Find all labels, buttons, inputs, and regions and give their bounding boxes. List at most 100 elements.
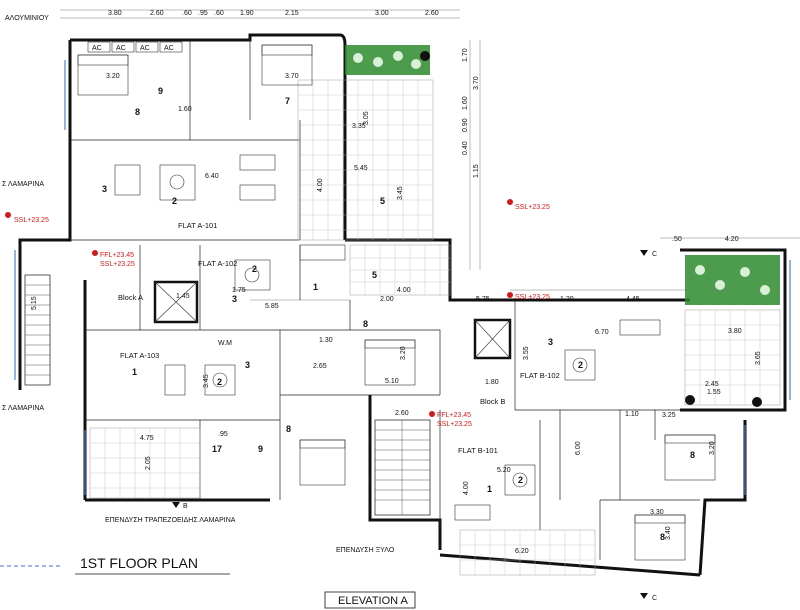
- lift-core-b: [473, 318, 512, 360]
- room-dim: 6.70: [595, 329, 609, 336]
- top-street-label: ΑΛΟΥΜΙΝΙΟΥ: [5, 15, 49, 22]
- ac-label: AC: [92, 45, 102, 52]
- level-marker-icon: [507, 199, 513, 205]
- planter-right: [685, 255, 780, 407]
- terrace-tile-hatch: [89, 79, 781, 576]
- washing-machine-tag: W.M: [218, 340, 232, 347]
- room-number: 2: [578, 360, 583, 370]
- room-number: 8: [690, 450, 695, 460]
- right-dim-6: 1.15: [473, 164, 480, 178]
- room-number: 2: [172, 196, 177, 206]
- ssl-block-b: SSL+23.25: [437, 421, 472, 428]
- room-number: 9: [158, 86, 163, 96]
- room-number: 8: [363, 319, 368, 329]
- room-dim: 6.20: [515, 548, 529, 555]
- room-dim: 3.70: [285, 73, 299, 80]
- top-dim-1: 3.80: [108, 10, 122, 17]
- ssl-top-right: SSL+23.25: [515, 204, 550, 211]
- room-number: 9: [258, 444, 263, 454]
- room-number: 8: [286, 424, 291, 434]
- room-dim: 6.00: [575, 441, 582, 455]
- lift-core-a: [153, 280, 199, 324]
- level-marker-icon: [507, 292, 513, 298]
- dimension-lines: [60, 9, 800, 301]
- glazing: [14, 60, 791, 495]
- room-dim: 3.20: [400, 346, 407, 360]
- room-dim: 3.40: [665, 526, 672, 540]
- room-number: 5: [372, 270, 377, 280]
- ac-units: AC AC AC AC: [87, 41, 183, 53]
- room-dim: 1.55: [707, 389, 721, 396]
- room-dim: 3.05: [363, 111, 370, 125]
- room-number: 3: [102, 184, 107, 194]
- plan-title-group: 1ST FLOOR PLAN: [0, 555, 230, 575]
- top-dim-9: 2.60: [425, 10, 439, 17]
- top-dim-7: 2.15: [285, 10, 299, 17]
- ac-label: AC: [116, 45, 126, 52]
- section-markers: B C C: [172, 250, 657, 602]
- room-numbers: 8 9 7 3 2 5 5 2 1 3 8 1 2 3 17 9 8 3 2 1…: [102, 86, 695, 542]
- room-dim: 3.45: [203, 374, 210, 388]
- ssl-top-left: SSL+23.25: [14, 217, 49, 224]
- right-dim-1: 1.70: [462, 48, 469, 62]
- section-arrow-icon: [172, 502, 180, 508]
- top-dimension-labels: 3.80 2.60 .60 .95 .60 1.90 2.15 3.00 2.6…: [5, 10, 439, 22]
- stair-block-b: [374, 419, 431, 516]
- section-b-label: B: [183, 503, 188, 510]
- top-dim-8: 3.00: [375, 10, 389, 17]
- room-dim: 3.65: [755, 351, 762, 365]
- room-dim: 3.20: [709, 441, 716, 455]
- level-markers: SSL+23.25 SSL+23.25 FFL+23.45 SSL+23.25 …: [5, 199, 550, 428]
- level-marker-icon: [92, 250, 98, 256]
- ssl-block-a: SSL+23.25: [100, 261, 135, 268]
- right-dim-2: 3.70: [473, 76, 480, 90]
- steel-stairs-note: ΕΠΕΝΔΥΣΗ ΤΡΑΠΕΖΟΕΙΔΗΣ ΛΑΜΑΡΙΝΑ: [105, 517, 236, 524]
- right-dim-5: 0.40: [462, 141, 469, 155]
- lamarina-label-1: Σ ΛΑΜΑΡΙΝΑ: [2, 181, 44, 188]
- section-arrow-icon: [640, 593, 648, 599]
- room-dim: 3.45: [397, 186, 404, 200]
- level-marker-icon: [5, 212, 11, 218]
- room-number: 3: [548, 337, 553, 347]
- room-number: 2: [252, 264, 257, 274]
- room-dim: 1.45: [176, 293, 190, 300]
- top-dim-6: 1.90: [240, 10, 254, 17]
- room-dim: 1.20: [560, 296, 574, 303]
- room-dimension-labels: 3.20 3.70 3.05 3.35 5.45 4.00 3.45 6.40 …: [31, 73, 762, 555]
- room-dim: 1.75: [232, 287, 246, 294]
- interior-walls: [70, 40, 700, 560]
- room-dim: 1.30: [319, 337, 333, 344]
- room-number: 1: [132, 367, 137, 377]
- room-dim: 3.55: [523, 346, 530, 360]
- room-dim: .95: [218, 431, 228, 438]
- furniture: [77, 44, 716, 561]
- top-dim-4: .95: [198, 10, 208, 17]
- right-dim-4: 0.90: [462, 118, 469, 132]
- room-dim: 2.65: [313, 363, 327, 370]
- top-dim-2: 2.60: [150, 10, 164, 17]
- room-dim: 2.00: [380, 296, 394, 303]
- room-dim: 5.45: [354, 165, 368, 172]
- room-dim: 5.85: [265, 303, 279, 310]
- planter-top: [345, 45, 430, 75]
- room-dim: 4.20: [725, 236, 739, 243]
- room-number: 2: [518, 475, 523, 485]
- room-number: 1: [487, 484, 492, 494]
- room-dim: 5.10: [385, 378, 399, 385]
- room-dim: 3.20: [106, 73, 120, 80]
- flat-a103-label: FLAT A-103: [120, 351, 159, 360]
- top-dim-3: .60: [182, 10, 192, 17]
- room-dim: 5.75: [476, 296, 490, 303]
- room-dim: 4.75: [140, 435, 154, 442]
- room-number: 3: [245, 360, 250, 370]
- room-dim: 4.00: [463, 481, 470, 495]
- section-c-label-bottom: C: [652, 595, 657, 602]
- room-number: 7: [285, 96, 290, 106]
- elevation-a-label: ELEVATION A: [338, 595, 409, 607]
- section-c-label-top: C: [652, 251, 657, 258]
- room-dim: 3.30: [650, 509, 664, 516]
- block-b-label: Block B: [480, 397, 505, 406]
- level-marker-icon: [429, 411, 435, 417]
- room-number: 1: [313, 282, 318, 292]
- block-a-label: Block A: [118, 293, 143, 302]
